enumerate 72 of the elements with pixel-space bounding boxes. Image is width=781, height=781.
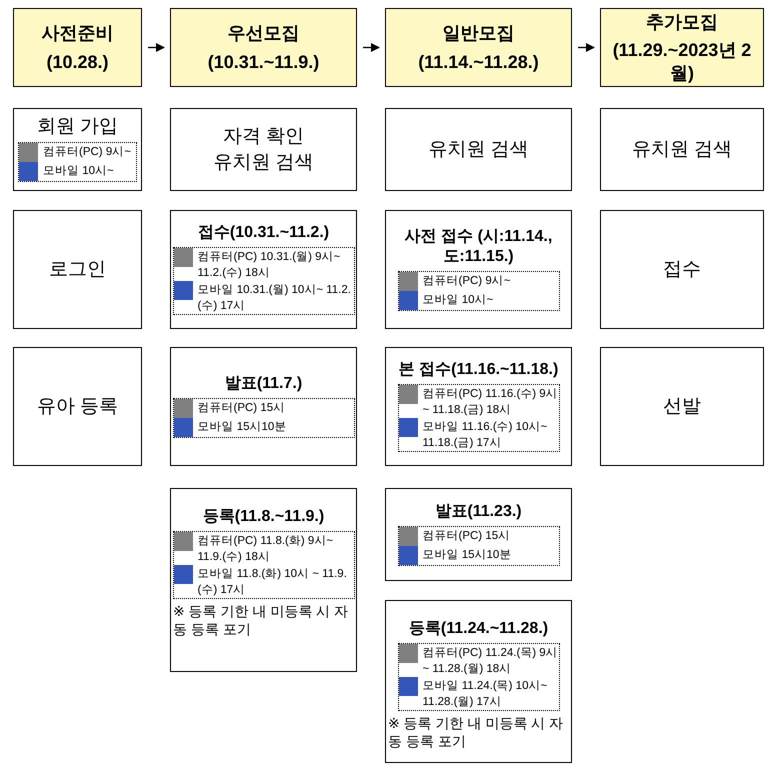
phase-title: (10.28.)	[46, 50, 109, 73]
step-box	[170, 210, 357, 329]
note-text: ※ 등록 기한 내 미등록 시 자동 등록 포기	[387, 715, 564, 750]
schedule-text: 모바일 10.31.(월) 10시~ 11.2.(수) 17시	[198, 282, 352, 314]
step-label: 본 접수(11.16.~11.18.)	[398, 360, 558, 380]
schedule-table	[398, 643, 560, 711]
schedule-text: 컴퓨터(PC) 15시	[422, 528, 512, 544]
step-label: 유치원 검색	[428, 138, 529, 162]
step-label: 등록(11.8.~11.9.)	[202, 507, 324, 527]
step-box	[385, 108, 572, 191]
schedule-text: 모바일 10시~	[422, 292, 494, 308]
step-box	[13, 210, 142, 329]
schedule-text: 컴퓨터(PC) 10.31.(월) 9시~ 11.2.(수) 18시	[198, 250, 342, 280]
schedule-text: 컴퓨터(PC) 11.8.(화) 9시~ 11.9.(수) 18시	[198, 534, 334, 565]
schedule-text: 모바일 15시10분	[198, 420, 288, 434]
step-box	[600, 210, 764, 329]
phase-header-box	[385, 8, 572, 87]
schedule-table	[172, 398, 354, 438]
schedule-text: 모바일 10시~	[43, 164, 115, 180]
schedule-table	[398, 270, 560, 310]
step-label: 발표(11.23.)	[435, 502, 522, 522]
schedule-table	[172, 531, 354, 599]
phase-title: (11.29.~2023년 2월)	[612, 39, 752, 84]
step-label: 접수	[663, 258, 701, 282]
step-label: 발표(11.7.)	[224, 374, 302, 394]
phase-title: (10.31.~11.9.)	[208, 50, 320, 73]
step-box	[13, 108, 142, 191]
step-box	[170, 108, 357, 191]
schedule-table	[18, 142, 137, 182]
schedule-text: 모바일 11.8.(화) 10시 ~ 11.9.(수) 17시	[198, 567, 348, 598]
step-label: 유아 등록	[36, 394, 118, 418]
step-label: 유치원 검색	[213, 150, 314, 174]
schedule-text: 컴퓨터(PC) 11.16.(수) 9시~ 11.18.(금) 18시	[422, 386, 558, 418]
step-box	[170, 347, 357, 466]
step-label: 회원 가입	[36, 114, 118, 138]
arrow	[578, 42, 595, 52]
step-label: 등록(11.24.~11.28.)	[408, 619, 548, 639]
step-box	[600, 347, 764, 466]
step-box	[600, 108, 764, 191]
schedule-text: 컴퓨터(PC) 11.24.(목) 9시~ 11.28.(월) 18시	[422, 646, 558, 677]
step-label: 접수(10.31.~11.2.)	[198, 222, 330, 242]
schedule-text: 모바일 15시10분	[422, 548, 512, 562]
schedule-text: 모바일 11.16.(수) 10시~ 11.18.(금) 17시	[422, 420, 548, 450]
phase-header-box	[170, 8, 357, 87]
phase-header-box	[13, 8, 142, 87]
schedule-table	[172, 246, 354, 314]
arrow	[148, 42, 165, 52]
step-label: 자격 확인	[222, 124, 304, 148]
phase-title: 추가모집	[646, 10, 718, 34]
note-text: ※ 등록 기한 내 미등록 시 자동 등록 포기	[172, 603, 350, 638]
step-label: 선발	[663, 394, 701, 418]
step-box	[170, 488, 357, 672]
schedule-table	[398, 526, 560, 566]
step-label: 사전 접수 (시:11.14., 도:11.15.)	[404, 226, 554, 266]
schedule-text: 컴퓨터(PC) 9시~	[43, 145, 132, 160]
step-label: 로그인	[49, 258, 106, 282]
step-box	[385, 347, 572, 466]
phase-title: 일반모집	[442, 22, 514, 44]
step-box	[385, 210, 572, 329]
arrow	[363, 42, 380, 52]
phase-title: 사전준비	[42, 22, 114, 44]
schedule-text: 모바일 11.24.(목) 10시~ 11.28.(월) 17시	[422, 679, 548, 710]
step-box	[385, 600, 572, 763]
step-label: 유치원 검색	[632, 138, 732, 162]
phase-title: (11.14.~11.28.)	[418, 50, 539, 73]
schedule-text: 컴퓨터(PC) 15시	[198, 400, 286, 416]
step-box	[385, 488, 572, 581]
schedule-table	[398, 384, 560, 452]
phase-title: 우선모집	[228, 22, 300, 44]
schedule-text: 컴퓨터(PC) 9시~	[422, 274, 512, 288]
step-box	[13, 347, 142, 466]
phase-header-box	[600, 8, 764, 87]
